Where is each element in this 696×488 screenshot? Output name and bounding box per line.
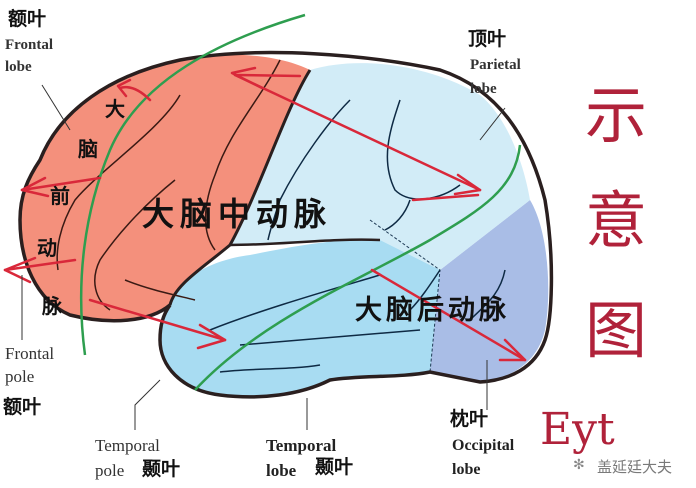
temporal-lobe-en-label-line1: Temporal: [266, 436, 337, 455]
temporal-pole-en-label-line1: Temporal: [95, 436, 160, 455]
anterior-artery-char-4: 动: [37, 236, 57, 260]
watermark-text: 盖延廷大夫: [597, 458, 673, 476]
parietal-lobe-en-label-line2: lobe: [470, 81, 497, 97]
anterior-artery-char-1: 大: [105, 97, 125, 121]
frontal-pole-en-label-line1: Frontal: [5, 344, 55, 363]
parietal-lobe-region: [230, 63, 530, 270]
anterior-artery-char-5: 脉: [42, 294, 62, 318]
green-boundary-front: [79, 13, 306, 356]
handwritten-char-2: 意: [585, 184, 648, 257]
handwritten-char-3: 图: [585, 294, 648, 367]
occipital-lobe-en-label-line1: Occipital: [452, 437, 515, 454]
brain-outline: [18, 50, 554, 399]
frontal-pole-en-label-line2: pole: [5, 367, 35, 386]
occipital-lobe-en-label-line2: lobe: [452, 461, 481, 478]
frontal-lobe-en-label-line2: lobe: [5, 59, 32, 75]
green-boundary-back: [194, 144, 522, 391]
temporal-pole-en-label-line2: pole: [95, 461, 125, 480]
temporal-lobe-cn-label: 颞叶: [315, 456, 354, 478]
frontal-lobe-en-label-line1: Frontal: [5, 37, 54, 53]
watermark-icon: ✻: [573, 457, 585, 473]
anterior-artery-char-3: 前: [50, 184, 70, 208]
temporal-lobe-en-label-line2: lobe: [266, 461, 297, 480]
handwritten-signature: Eyt: [540, 404, 615, 455]
middle-cerebral-artery-label: 大脑中动脉: [142, 195, 333, 233]
parietal-lobe-cn-label: 顶叶: [468, 28, 507, 50]
handwritten-char-1: 示: [585, 79, 648, 152]
posterior-cerebral-artery-label: 大脑后动脉: [355, 295, 510, 326]
occipital-lobe-region: [430, 200, 549, 382]
occipital-lobe-cn-label: 枕叶: [450, 408, 489, 430]
anterior-artery-char-2: 脑: [78, 137, 98, 161]
parietal-lobe-en-label-line1: Parietal: [470, 57, 521, 73]
frontal-pole-cn-label: 额叶: [3, 396, 42, 418]
temporal-pole-cn-label: 颞叶: [142, 458, 181, 480]
frontal-lobe-cn-label: 额叶: [8, 8, 47, 30]
